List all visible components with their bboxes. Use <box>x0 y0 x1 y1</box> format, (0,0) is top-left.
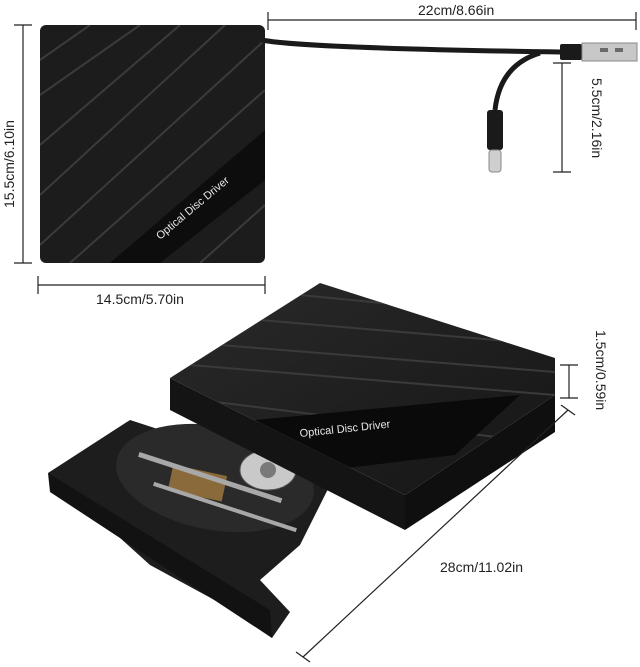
dim-height <box>14 24 32 264</box>
usb-cable <box>261 37 638 173</box>
usb-c-connector <box>488 149 502 173</box>
usb-a-plug-body <box>560 44 582 60</box>
usb-c-plug-body <box>487 110 503 150</box>
label-band-side <box>255 395 520 470</box>
height-label: 15.5cm/6.10in <box>1 120 17 208</box>
label-band-top <box>110 130 265 263</box>
dim-cable-branch <box>553 62 571 173</box>
drive-body-side <box>170 378 405 530</box>
cable-length-label: 22cm/8.66in <box>418 2 494 18</box>
drive-open-view: Optical Disc Driver <box>48 283 555 638</box>
usb-a-connector <box>581 42 638 62</box>
cable-branch-label: 5.5cm/2.16in <box>589 78 605 158</box>
dim-width <box>37 276 266 294</box>
open-length-label: 28cm/11.02in <box>440 559 523 575</box>
dim-cable-length <box>267 12 637 30</box>
dim-thickness <box>560 364 578 399</box>
dim-open-length <box>295 404 576 663</box>
thickness-label: 1.5cm/0.59in <box>593 330 609 410</box>
drive-top-view: Optical Disc Driver <box>40 25 265 263</box>
width-label: 14.5cm/5.70in <box>96 291 184 307</box>
